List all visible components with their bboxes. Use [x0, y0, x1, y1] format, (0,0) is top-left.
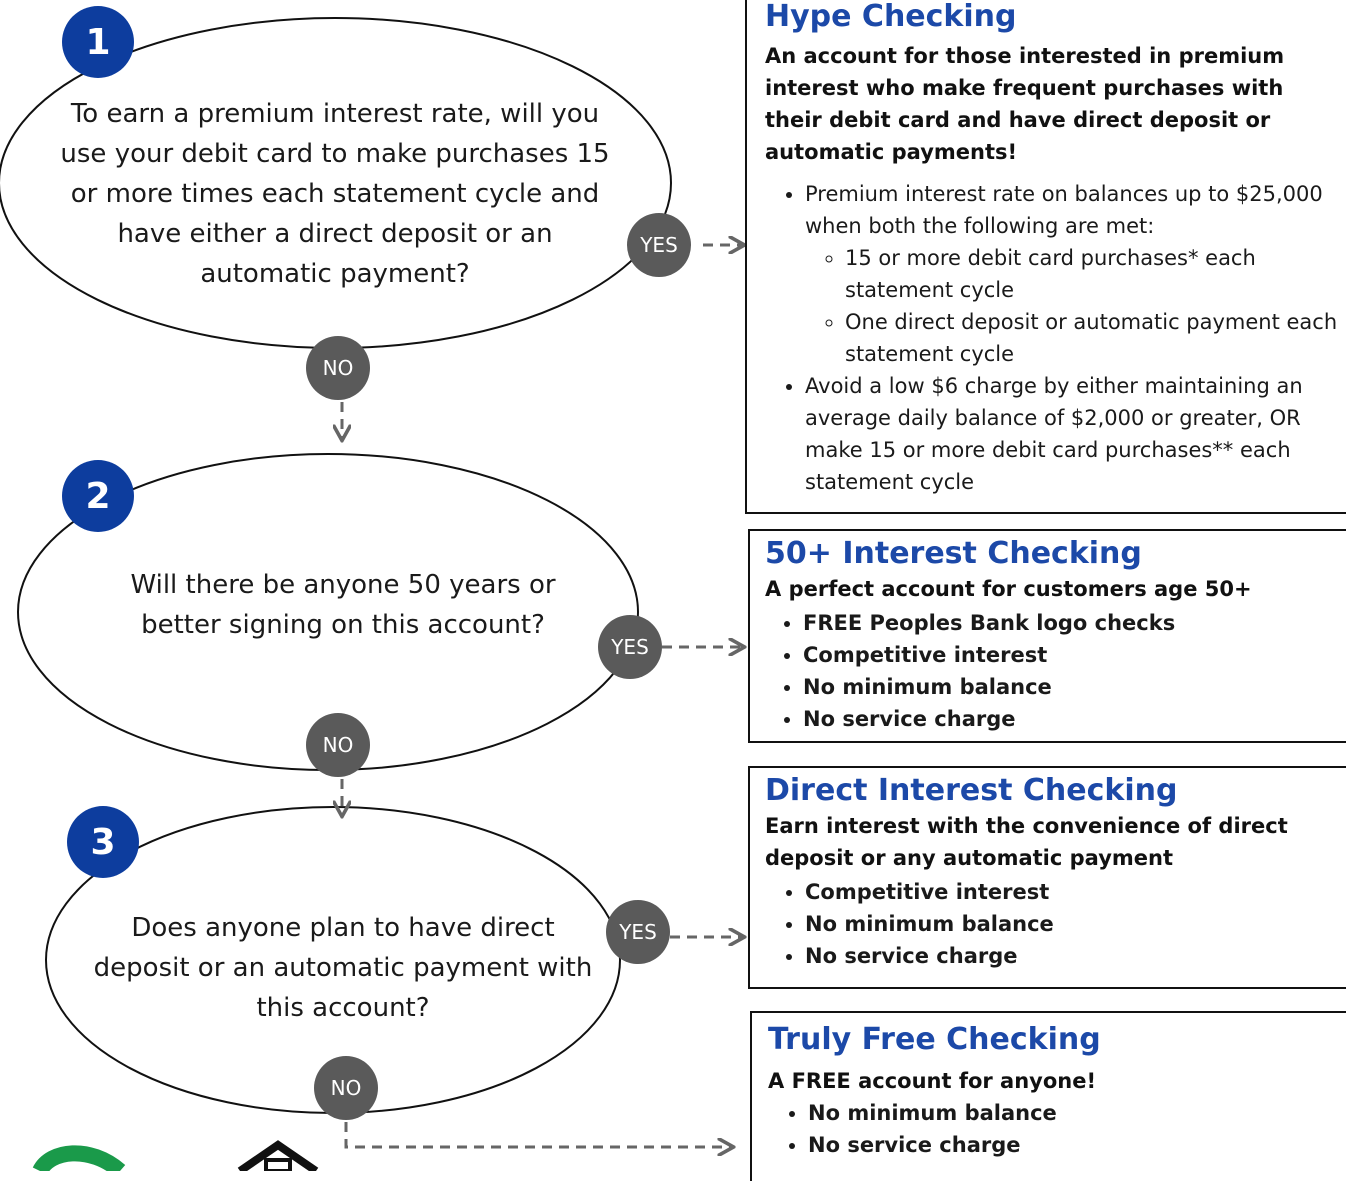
- feature-item: No minimum balance: [805, 908, 1340, 940]
- feature-item: Competitive interest: [803, 639, 1340, 671]
- account-card-truly-free: Truly Free Checking A FREE account for a…: [750, 1011, 1346, 1181]
- no-arrow-3: [344, 1122, 730, 1147]
- question-2-text: Will there be anyone 50 years or better …: [130, 570, 556, 640]
- feature-subitem: One direct deposit or automatic payment …: [845, 306, 1340, 370]
- feature-item: Competitive interest: [805, 876, 1340, 908]
- no-option-3[interactable]: NO: [314, 1056, 378, 1120]
- account-features: FREE Peoples Bank logo checks Competitiv…: [765, 607, 1340, 735]
- feature-subitem: 15 or more debit card purchases* each st…: [845, 242, 1340, 306]
- account-features: Competitive interest No minimum balance …: [765, 876, 1340, 972]
- question-1-text: To earn a premium interest rate, will yo…: [60, 99, 610, 289]
- feature-item: No service charge: [803, 703, 1340, 735]
- account-title: Hype Checking: [765, 0, 1017, 34]
- feature-item: No service charge: [808, 1129, 1340, 1161]
- bank-logo-icon: [32, 1140, 319, 1171]
- question-3-text: Does anyone plan to have direct deposit …: [93, 913, 593, 1023]
- feature-item: FREE Peoples Bank logo checks: [803, 607, 1340, 639]
- step-3-badge: 3: [67, 806, 139, 878]
- account-title: Direct Interest Checking: [765, 773, 1178, 808]
- account-title: 50+ Interest Checking: [765, 536, 1142, 571]
- account-card-50-plus: 50+ Interest Checking A perfect account …: [748, 529, 1346, 743]
- no-option-2[interactable]: NO: [306, 713, 370, 777]
- step-1-badge: 1: [62, 6, 134, 78]
- account-features: No minimum balance No service charge: [768, 1097, 1340, 1161]
- account-subtitle: A perfect account for customers age 50+: [765, 577, 1252, 601]
- account-card-direct-interest: Direct Interest Checking Earn interest w…: [748, 766, 1346, 989]
- no-option-1[interactable]: NO: [306, 336, 370, 400]
- yes-option-3[interactable]: YES: [606, 900, 670, 964]
- yes-option-1[interactable]: YES: [627, 213, 691, 277]
- account-subtitle: A FREE account for anyone!: [768, 1069, 1097, 1093]
- account-title: Truly Free Checking: [768, 1022, 1101, 1057]
- feature-item: Avoid a low $6 charge by either maintain…: [805, 370, 1340, 498]
- feature-item: No service charge: [805, 940, 1340, 972]
- feature-item: No minimum balance: [803, 671, 1340, 703]
- account-card-hype: Hype Checking An account for those inter…: [745, 0, 1346, 514]
- step-2-badge: 2: [62, 460, 134, 532]
- feature-subitems: 15 or more debit card purchases* each st…: [805, 242, 1340, 370]
- account-subtitle: An account for those interested in premi…: [765, 44, 1285, 164]
- account-features: Premium interest rate on balances up to …: [765, 178, 1340, 498]
- feature-item: No minimum balance: [808, 1097, 1340, 1129]
- account-subtitle: Earn interest with the convenience of di…: [765, 814, 1288, 870]
- yes-option-2[interactable]: YES: [598, 615, 662, 679]
- feature-item: Premium interest rate on balances up to …: [805, 178, 1340, 370]
